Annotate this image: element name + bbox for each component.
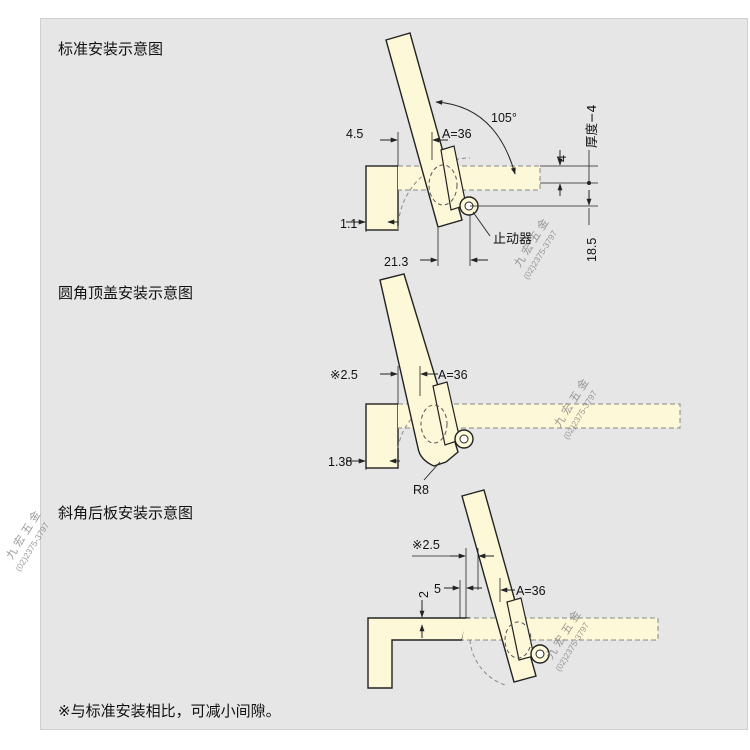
dim-5: 5 [434, 582, 441, 596]
dim-2: 2 [417, 591, 431, 598]
bevel-drawing: ※2.5 5 2 A=36 [367, 489, 659, 689]
round-title: 圆角顶盖安装示意图 [58, 284, 194, 302]
standard-title: 标准安装示意图 [58, 40, 164, 58]
dim-a-36-round: A=36 [438, 368, 468, 382]
dim-a-36-bevel: A=36 [516, 584, 546, 598]
bevel-panel [367, 617, 469, 689]
dim-a-36-standard: A=36 [442, 127, 472, 141]
door-standard [385, 32, 463, 228]
door-round [379, 273, 459, 467]
shelf-round [398, 403, 681, 429]
footnote: ※与标准安装相比，可减小间隙。 [58, 702, 281, 720]
dim-4-5: 4.5 [346, 127, 363, 141]
bevel-title: 斜角后板安装示意图 [58, 504, 194, 522]
stopper-label: 止动器 [493, 232, 532, 247]
watermark-3: 九 宏 五 金 (02)2375-3797 [3, 508, 52, 573]
watermark-1: 九 宏 五 金 (02)2375-3797 [511, 216, 560, 281]
side-panel [365, 165, 399, 231]
dim-thickness: 厚度−4 [584, 105, 599, 148]
round-drawing: ※2.5 A=36 1.38 R8 [328, 273, 681, 497]
angle-arc [435, 99, 516, 175]
standard-drawing: 105° 4.5 A=36 1.1 21.3 止动器 [340, 32, 599, 269]
dim-4: 4 [555, 155, 569, 162]
dim-1-1: 1.1 [340, 217, 357, 231]
dim-r8: R8 [413, 483, 429, 497]
dim-18-5: 18.5 [585, 238, 599, 262]
dim-2-5-round: ※2.5 [330, 368, 358, 382]
angle-label: 105° [491, 111, 517, 125]
dim-21-3: 21.3 [384, 255, 408, 269]
dim-1-38: 1.38 [328, 455, 352, 469]
shelf-dashed [398, 165, 541, 191]
dim-2-5-bevel: ※2.5 [412, 538, 440, 552]
side-panel-round [365, 403, 399, 469]
